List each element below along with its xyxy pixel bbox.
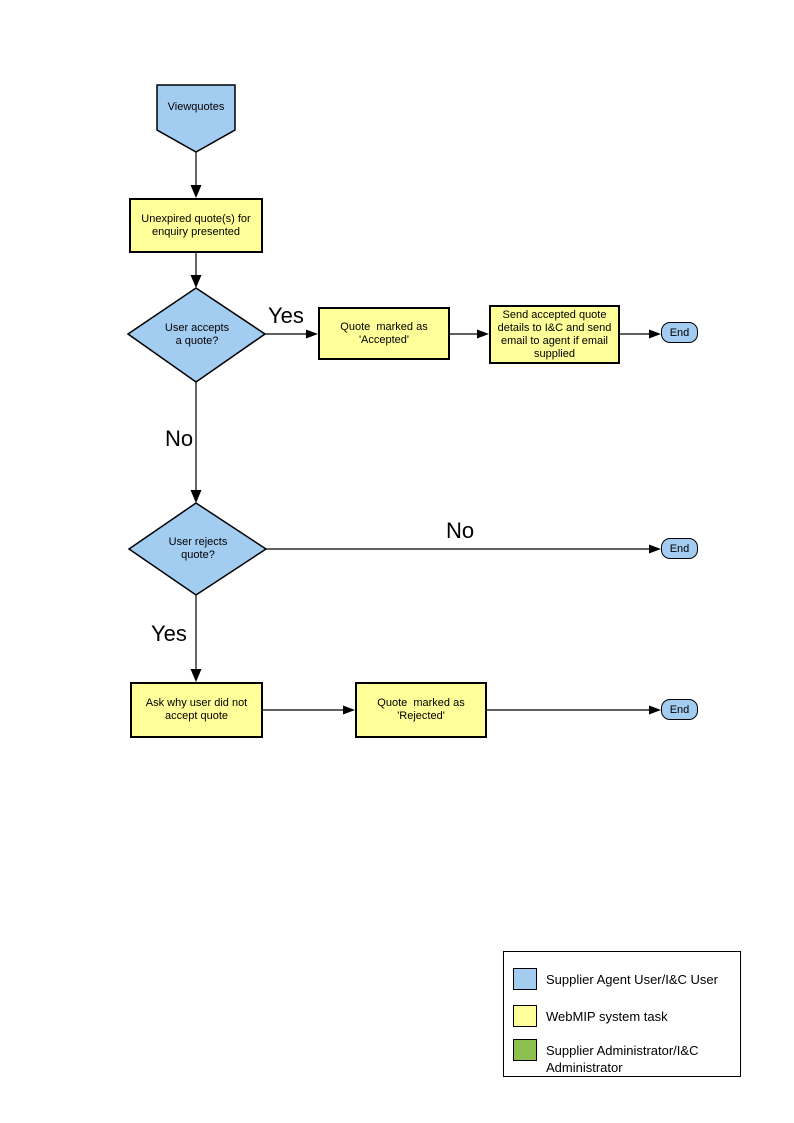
legend-label-admin: Supplier Administrator/I&C Administrator <box>546 1043 699 1075</box>
edge-label-reject-yes: Yes <box>151 621 187 646</box>
process-quote-accepted: Quote marked as 'Accepted' <box>318 307 450 360</box>
process-unexpired-quotes-label: Unexpired quote(s) for enquiry presented <box>141 212 251 238</box>
process-quote-rejected: Quote marked as 'Rejected' <box>355 682 487 738</box>
connector-accepted-to-send-arrowhead <box>477 329 489 339</box>
decision-user-rejects-label: User rejects quote? <box>168 536 228 561</box>
end-node-reject: End <box>661 699 698 720</box>
process-ask-why: Ask why user did not accept quote <box>130 682 263 738</box>
process-send-details-label: Send accepted quote details to I&C and s… <box>497 308 612 360</box>
legend-box: Supplier Agent User/I&C User WebMIP syst… <box>503 951 741 1077</box>
connector-ask-to-rejected-arrowhead <box>343 705 355 715</box>
edge-label-accept-yes: Yes <box>268 303 304 328</box>
legend-label-system: WebMIP system task <box>546 1009 668 1024</box>
connector-send-to-end-arrowhead <box>649 329 661 339</box>
edge-label-accept-no: No <box>165 426 194 451</box>
process-quote-accepted-label: Quote marked as 'Accepted' <box>340 320 428 346</box>
connector-no-reject-arrowhead <box>649 544 661 554</box>
connector-no-accept-arrowhead <box>190 490 202 503</box>
legend-row-admin: Supplier Administrator/I&C Administrator <box>513 1039 734 1076</box>
connector-group <box>190 152 661 715</box>
connector-rejected-to-end-arrowhead <box>649 705 661 715</box>
start-pentagon-shape <box>156 84 236 153</box>
connector-to-accepts-arrowhead <box>190 275 202 288</box>
process-ask-why-label: Ask why user did not accept quote <box>145 697 248 722</box>
decision-user-accepts-label: User accepts a quote? <box>164 322 230 347</box>
legend-swatch-system <box>513 1005 537 1027</box>
legend-row-user: Supplier Agent User/I&C User <box>513 968 734 990</box>
end-node-accept: End <box>661 322 698 343</box>
legend-label-user: Supplier Agent User/I&C User <box>546 972 718 987</box>
legend-row-system: WebMIP system task <box>513 1005 734 1027</box>
process-unexpired-quotes: Unexpired quote(s) for enquiry presented <box>129 198 263 253</box>
end-node-no-reject: End <box>661 538 698 559</box>
legend-swatch-user <box>513 968 537 990</box>
legend-swatch-admin <box>513 1039 537 1061</box>
connector-yes-accept-arrowhead <box>306 329 318 339</box>
edge-label-reject-no: No <box>446 518 475 543</box>
start-node-label: Viewquotes <box>167 101 225 113</box>
process-quote-rejected-label: Quote marked as 'Rejected' <box>377 697 465 722</box>
connector-start-arrowhead <box>190 185 202 198</box>
process-send-details: Send accepted quote details to I&C and s… <box>489 305 620 364</box>
connector-yes-reject-arrowhead <box>190 669 202 682</box>
